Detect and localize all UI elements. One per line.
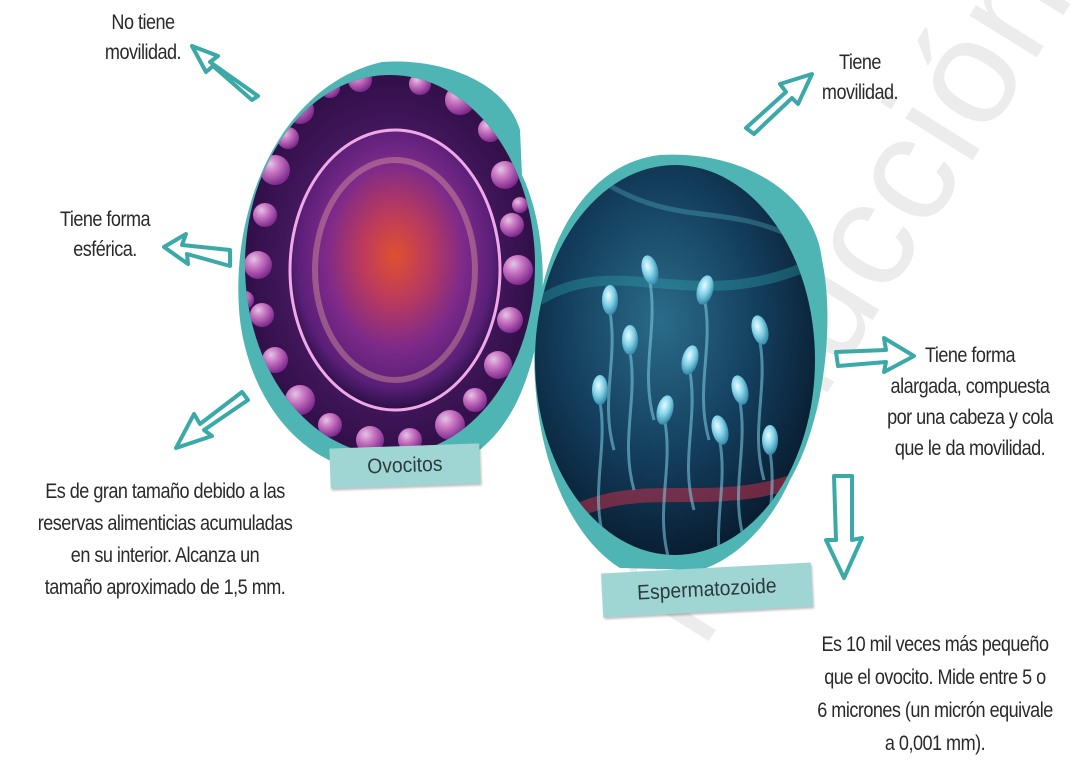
espermatozoide-image bbox=[534, 155, 827, 590]
ovocito-tamano-label: Es de gran tamaño debido a las reservas … bbox=[23, 476, 307, 604]
espermatozoide-tamano-label: Es 10 mil veces más pequeño que el ovoci… bbox=[815, 628, 1056, 760]
ovocito-forma-label: Tiene forma esférica. bbox=[49, 205, 161, 265]
ovocito-image bbox=[236, 62, 543, 470]
ovocito-movilidad-label: No tiene movilidad. bbox=[87, 8, 199, 68]
arrow-icon bbox=[176, 392, 248, 448]
arrow-icon bbox=[164, 234, 230, 266]
arrow-icon bbox=[192, 46, 258, 100]
arrow-icon bbox=[826, 476, 862, 578]
ovocitos-tag: Ovocitos bbox=[329, 443, 480, 488]
espermatozoide-forma-label: Tiene forma alargada, compuesta por una … bbox=[880, 340, 1061, 464]
arrow-icon bbox=[746, 74, 812, 134]
espermatozoide-movilidad-label: Tiene movilidad. bbox=[804, 48, 916, 108]
